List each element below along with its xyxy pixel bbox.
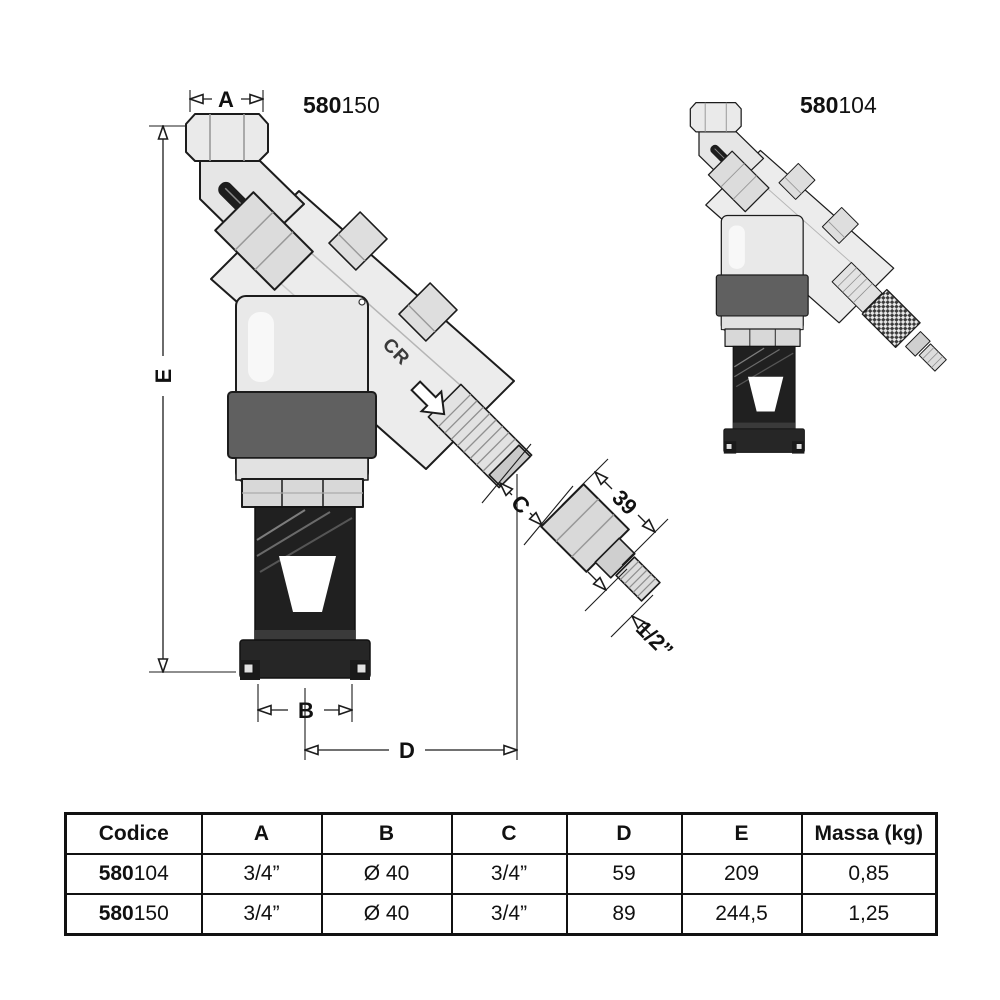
cell-e: 209 [680, 853, 803, 895]
cell-c: 3/4” [450, 853, 568, 895]
spec-table: Codice A B C D E Massa (kg) 580104 3/4” … [64, 812, 938, 936]
secondary-valve-drawing [689, 102, 947, 454]
table-row: 580104 3/4” Ø 40 3/4” 59 209 0,85 [64, 853, 938, 895]
bowl-window [279, 556, 336, 612]
dim-label-e: E [151, 369, 176, 384]
filter-cup [227, 295, 377, 508]
dim-label-a: A [218, 87, 234, 112]
cell-e: 244,5 [680, 893, 803, 936]
col-header-c: C [450, 812, 568, 855]
inlet-hex-nut [214, 191, 314, 291]
product-code-main: 580150 [303, 92, 380, 118]
cell-code-580104: 580104 [64, 853, 203, 895]
table-row: 580150 3/4” Ø 40 3/4” 89 244,5 1,25 [64, 893, 938, 936]
product-code-secondary: 580104 [800, 92, 877, 118]
cell-d: 59 [565, 853, 683, 895]
col-header-massa: Massa (kg) [800, 812, 938, 855]
tailpiece-fitting [540, 483, 661, 602]
main-valve-drawing: CR [149, 87, 678, 763]
col-header-e: E [680, 812, 803, 855]
elbow-slot [218, 181, 248, 211]
cell-code-580150: 580150 [64, 893, 203, 936]
table-header-row: Codice A B C D E Massa (kg) [64, 812, 938, 855]
body-detail-hole [358, 298, 366, 306]
cell-d: 89 [565, 893, 683, 936]
port-plug-2 [398, 282, 458, 342]
cell-a: 3/4” [200, 853, 323, 895]
outlet-thread [427, 383, 533, 489]
dim-label-d: D [399, 738, 415, 763]
col-header-codice: Codice [64, 812, 203, 855]
bottom-flange [239, 639, 371, 679]
knurled-connector [861, 288, 921, 348]
cell-massa: 1,25 [800, 893, 938, 936]
cell-a: 3/4” [200, 893, 323, 936]
cell-c: 3/4” [450, 893, 568, 936]
col-header-b: B [320, 812, 453, 855]
dim-label-b: B [298, 698, 314, 723]
valve-technical-drawing: CR [149, 87, 947, 763]
port-plug-1 [328, 211, 388, 271]
cell-b: Ø 40 [320, 893, 453, 936]
cell-b: Ø 40 [320, 853, 453, 895]
cell-massa: 0,85 [800, 853, 938, 895]
flow-direction-arrow-icon [410, 380, 446, 416]
adjustment-ring [227, 391, 377, 459]
col-header-a: A [200, 812, 323, 855]
col-header-d: D [565, 812, 683, 855]
lower-bowl [239, 506, 371, 680]
